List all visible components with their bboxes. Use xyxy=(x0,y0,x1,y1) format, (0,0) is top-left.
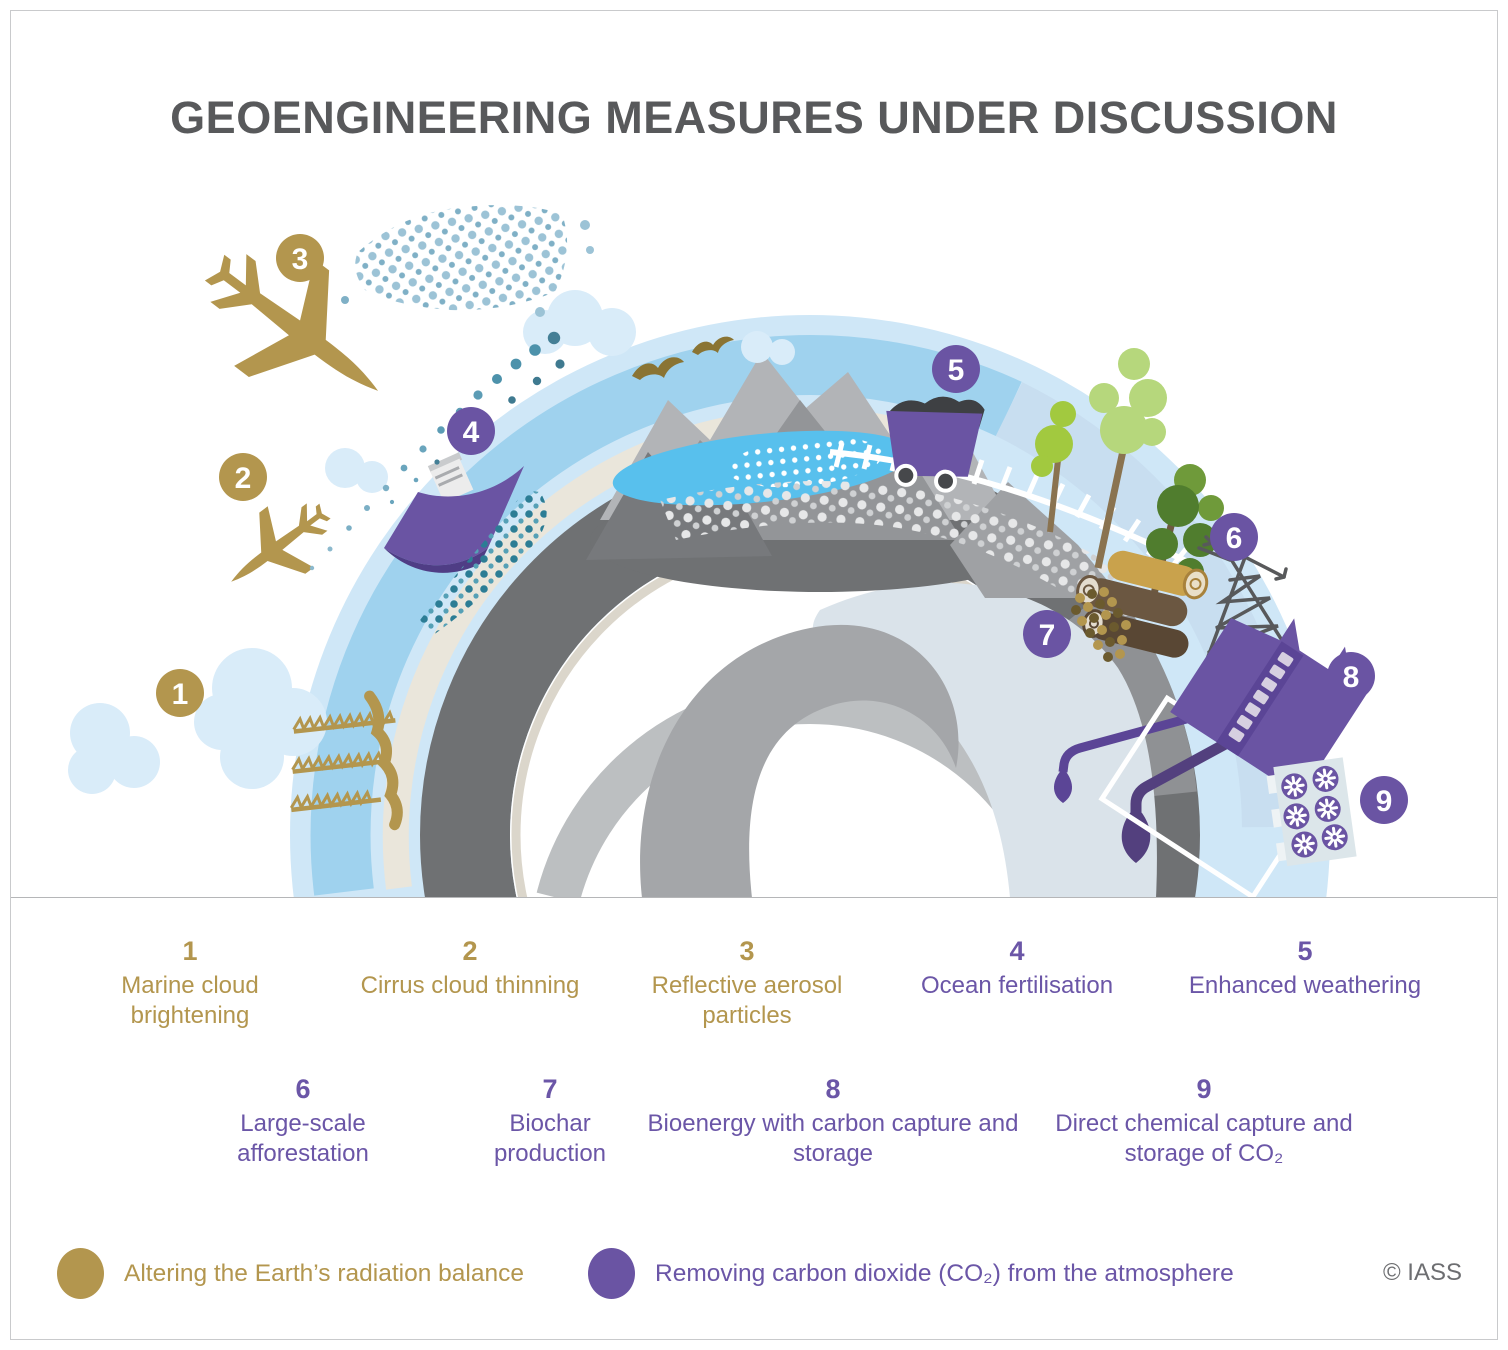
factory-icon xyxy=(1098,618,1369,898)
measure-text: Ocean fertilisation xyxy=(920,972,1114,1000)
measure-label-9: 9 Direct chemical capture and storage of… xyxy=(1054,1074,1354,1169)
measure-text: Large-scale afforestation xyxy=(237,1110,369,1167)
marker-9: 9 xyxy=(1360,776,1408,824)
svg-text:8: 8 xyxy=(1343,661,1360,694)
legend-carbon: Removing carbon dioxide (CO₂) from the a… xyxy=(588,1248,1234,1299)
measure-label-5: 5 Enhanced weathering xyxy=(1175,936,1435,1001)
svg-text:9: 9 xyxy=(1376,785,1393,818)
measure-text: Bioenergy with carbon capture and storag… xyxy=(647,1110,1019,1167)
measure-number: 8 xyxy=(825,1074,841,1104)
legend-label: Removing carbon dioxide (CO₂) from the a… xyxy=(655,1259,1234,1287)
marker-4: 4 xyxy=(447,407,495,455)
measure-label-7: 7 Biochar production xyxy=(475,1074,625,1169)
illustration: 1 2 3 4 5 6 7 8 9 xyxy=(68,205,1408,898)
rock-dust-pebbles xyxy=(660,481,1150,636)
legend-radiation: Altering the Earth’s radiation balance xyxy=(57,1248,524,1299)
measure-number: 5 xyxy=(1297,936,1313,966)
ship-icon xyxy=(384,452,524,573)
measure-label-2: 2 Cirrus cloud thinning xyxy=(340,936,600,1001)
svg-text:7: 7 xyxy=(1039,619,1056,652)
fertiliser-spray-dots xyxy=(420,490,547,636)
svg-text:1: 1 xyxy=(172,678,189,711)
marker-1: 1 xyxy=(156,669,204,717)
measure-text: Direct chemical capture and storage of C… xyxy=(1055,1110,1353,1167)
measure-number: 3 xyxy=(739,936,755,966)
measure-label-1: 1 Marine cloud brightening xyxy=(110,936,270,1031)
co2-storage-icon xyxy=(1053,695,1265,863)
gold-dot-icon xyxy=(57,1248,104,1299)
measure-text: Biochar production xyxy=(493,1110,607,1167)
measure-label-8: 8 Bioenergy with carbon capture and stor… xyxy=(643,1074,1023,1169)
legend-label: Altering the Earth’s radiation balance xyxy=(124,1259,524,1287)
clouds xyxy=(68,290,795,794)
ocean-band xyxy=(310,335,1022,896)
svg-text:3: 3 xyxy=(292,243,309,276)
inner-layers xyxy=(510,535,1157,898)
section-divider xyxy=(10,897,1498,898)
marker-8: 8 xyxy=(1327,652,1375,700)
measure-number: 7 xyxy=(542,1074,558,1104)
fan-panel-icon xyxy=(1266,757,1357,867)
measure-number: 4 xyxy=(1009,936,1025,966)
measure-number: 1 xyxy=(182,936,198,966)
biochar-pile-icon xyxy=(1071,587,1131,662)
lake-particle-dots xyxy=(727,436,883,488)
measure-number: 6 xyxy=(295,1074,311,1104)
trees-icon xyxy=(1031,348,1224,619)
marine-sprayer-icon xyxy=(289,690,403,831)
measure-text: Marine cloud brightening xyxy=(121,972,259,1029)
purple-dot-icon xyxy=(588,1248,635,1299)
measure-label-4: 4 Ocean fertilisation xyxy=(887,936,1147,1001)
svg-text:6: 6 xyxy=(1226,522,1243,555)
mine-cart-icon xyxy=(886,396,985,493)
measure-text: Reflective aerosol particles xyxy=(651,972,843,1029)
markers: 1 2 3 4 5 6 7 8 9 xyxy=(156,234,1408,824)
marker-7: 7 xyxy=(1023,610,1071,658)
measure-number: 9 xyxy=(1196,1074,1212,1104)
marker-3: 3 xyxy=(276,234,324,282)
marker-5: 5 xyxy=(932,345,980,393)
marker-2: 2 xyxy=(219,453,267,501)
measure-label-3: 3 Reflective aerosol particles xyxy=(642,936,852,1031)
copyright-credit: © IASS xyxy=(1382,1259,1462,1286)
cirrus-trail-dots xyxy=(309,331,565,571)
measure-text: Enhanced weathering xyxy=(1188,972,1422,1000)
marker-6: 6 xyxy=(1210,513,1258,561)
aerosol-cloud-dots xyxy=(341,205,594,317)
measure-label-6: 6 Large-scale afforestation xyxy=(213,1074,393,1169)
birds-icon xyxy=(632,336,734,380)
measure-text: Cirrus cloud thinning xyxy=(360,972,580,1000)
cirrus-plane-icon xyxy=(208,480,349,613)
page-title: GEOENGINEERING MEASURES UNDER DISCUSSION xyxy=(170,92,1338,143)
measure-number: 2 xyxy=(462,936,478,966)
svg-text:4: 4 xyxy=(463,416,480,449)
svg-text:5: 5 xyxy=(948,354,965,387)
svg-text:2: 2 xyxy=(235,462,252,495)
